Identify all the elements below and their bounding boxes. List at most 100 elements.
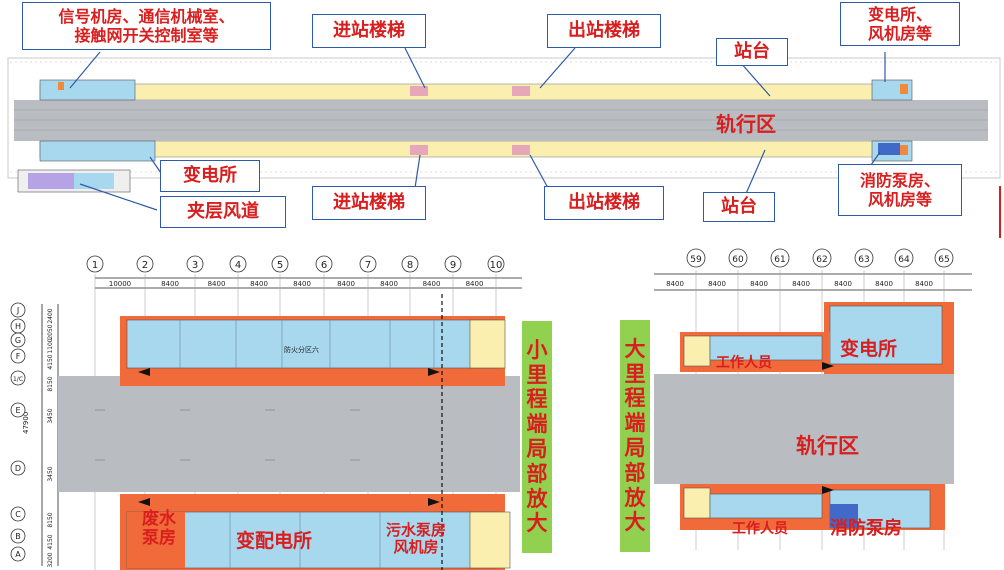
row-circle xyxy=(10,370,26,386)
axis-number: 64 xyxy=(898,255,910,265)
axis-number: 1 xyxy=(92,260,98,271)
axis-number: 60 xyxy=(732,255,744,265)
row-letter: G xyxy=(15,336,21,345)
span-dimension: 8400 xyxy=(337,280,355,288)
axis-circle xyxy=(186,255,204,273)
axis-circle xyxy=(934,248,954,268)
row-dimension: 1100 xyxy=(47,338,54,353)
label-staff-bottom: 工作人员 xyxy=(732,521,788,537)
axis-circle xyxy=(315,255,333,273)
callout-signal-rooms: 信号机房、通信机械室、 接触网开关控制室等 xyxy=(22,2,271,50)
row-dimension: 4150 xyxy=(47,354,54,369)
orange-accent xyxy=(900,84,908,94)
row-letter: J xyxy=(16,306,19,315)
arrow-right xyxy=(822,362,834,370)
axis-number: 63 xyxy=(858,255,869,265)
label-waste-pump: 废水 泵房 xyxy=(142,509,176,548)
row-letter: A xyxy=(15,550,21,559)
axis-number: 8 xyxy=(407,260,413,271)
label-staff-top: 工作人员 xyxy=(716,355,772,371)
label-fire-pump: 消防泵房 xyxy=(830,518,902,539)
span-dimension: 8400 xyxy=(423,280,441,288)
upper-staff-rooms xyxy=(709,335,823,361)
axis-number: 59 xyxy=(690,255,702,265)
axis-circle xyxy=(229,255,247,273)
lower-stair xyxy=(683,487,711,519)
span-dimension: 8400 xyxy=(792,280,810,288)
left-rooms-upper xyxy=(39,79,136,101)
callout-substation-left: 变电所 xyxy=(160,160,260,192)
span-dimension: 8400 xyxy=(466,280,484,288)
arrow-right-lower xyxy=(822,486,834,494)
axis-number: 5 xyxy=(277,260,283,271)
axis-number: 9 xyxy=(450,260,456,271)
left-rooms-lower xyxy=(39,140,156,162)
callout-leader-lines xyxy=(69,47,886,211)
fire-pump-room-blue xyxy=(830,504,858,528)
station-overview-plan xyxy=(7,47,1001,211)
row-letter: B xyxy=(15,532,21,541)
axis-circle xyxy=(271,255,289,273)
track-marks xyxy=(95,409,360,461)
row-circle xyxy=(10,348,26,364)
lower-room-dividers xyxy=(229,512,381,568)
total-dimension: 47900 xyxy=(22,412,30,434)
orange-accent xyxy=(58,82,64,90)
track-area-right xyxy=(654,374,954,484)
fire-zone-label: 防火分区六 xyxy=(284,345,319,354)
lower-stair-area xyxy=(469,511,511,569)
axis-circle xyxy=(444,255,462,273)
axis-circle xyxy=(86,255,104,273)
label-substation-right: 变电所 xyxy=(840,338,898,360)
axis-number: 62 xyxy=(816,255,827,265)
row-letter: C xyxy=(15,510,21,519)
arrow-left xyxy=(138,368,150,376)
label-track-area-overview: 轨行区 xyxy=(716,112,776,136)
arrow-left-lower xyxy=(138,498,150,506)
axis-circle xyxy=(812,248,832,268)
axis-number: 61 xyxy=(774,255,785,265)
mezzanine-room-area xyxy=(74,173,114,189)
row-dimension: 3450 xyxy=(47,466,54,481)
arrow-right-lower xyxy=(428,498,440,506)
axis-number: 2 xyxy=(142,260,148,271)
axis-circle xyxy=(359,255,377,273)
callout-exit-stairs-top: 出站楼梯 xyxy=(547,14,661,48)
row-dimension: 4150 xyxy=(47,534,54,549)
span-dimension: 10000 xyxy=(109,280,131,288)
axis-number: 3 xyxy=(192,260,198,271)
axis-number: 6 xyxy=(321,260,327,271)
span-dimension: 8400 xyxy=(750,280,768,288)
lower-staff-rooms xyxy=(709,493,823,519)
row-dimension: 2050 xyxy=(47,324,54,339)
callout-substation-fan-top: 变电所、 风机房等 xyxy=(840,2,960,46)
orange-accent xyxy=(900,145,908,155)
span-dimension: 8400 xyxy=(250,280,268,288)
row-circle xyxy=(10,460,26,476)
entry-stair-mark-lower xyxy=(410,145,428,155)
small-mileage-title-box: 小 里 程 端 局 部 放 大 xyxy=(522,321,552,553)
callout-fire-pump-fan: 消防泵房、 风机房等 xyxy=(838,164,962,216)
label-substation-left: 变配电所 xyxy=(236,530,313,552)
axis-circle xyxy=(136,255,154,273)
span-dimension: 8400 xyxy=(834,280,852,288)
label-sewage-pump-fan: 污水泵房 风机房 xyxy=(386,521,447,557)
span-dimension: 8400 xyxy=(666,280,684,288)
span-dimension: 8400 xyxy=(708,280,726,288)
row-dimension: 3200 xyxy=(47,552,54,567)
row-circle xyxy=(10,332,26,348)
axis-number: 4 xyxy=(235,260,241,271)
mezzanine-duct-area xyxy=(28,173,74,189)
callout-entry-stairs-top: 进站楼梯 xyxy=(312,14,426,48)
upper-platform-band xyxy=(39,83,901,101)
track-lines xyxy=(14,109,988,131)
row-dimension: 8150 xyxy=(47,376,54,391)
row-letter: D xyxy=(15,464,21,473)
span-dimension: 8400 xyxy=(875,280,893,288)
arrow-right xyxy=(428,368,440,376)
axis-circle xyxy=(894,248,914,268)
